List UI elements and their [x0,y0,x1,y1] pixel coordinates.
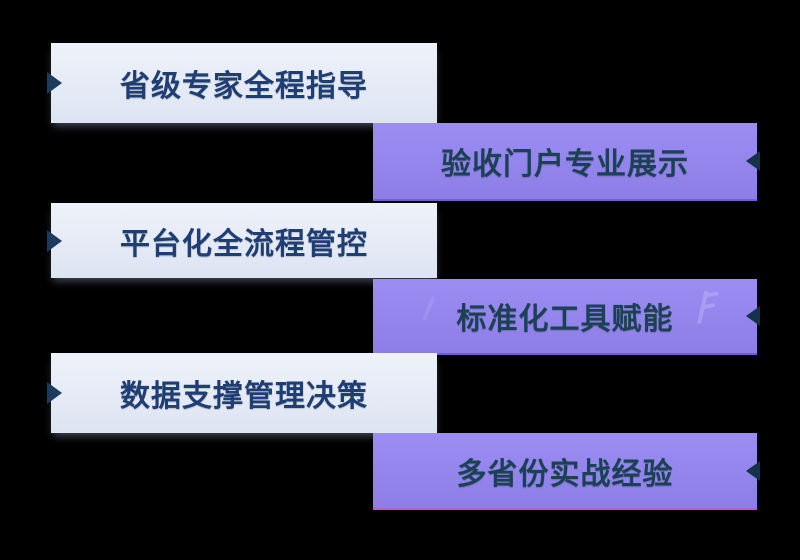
banner-label: 平台化全流程管控 [120,227,368,261]
arrow-right-icon [47,229,62,252]
banner-label: 标准化工具赋能 [456,303,674,336]
arrow-right-icon [47,382,62,404]
banner-acceptance-portal-display: 验收门户专业展示 [373,123,760,201]
banner-provincial-expert-guidance: 省级专家全程指导 [47,43,437,123]
banner-multi-province-experience: 多省份实战经验 [373,433,760,510]
arrow-left-icon [746,151,760,171]
arrow-left-icon [746,306,760,326]
banner-label: 验收门户专业展示 [441,148,689,181]
banner-standardized-tool-enablement: 标准化工具赋能 [373,279,760,355]
arrow-right-icon [47,72,62,94]
banner-data-driven-decisions: 数据支撑管理决策 [47,353,437,433]
banner-label: 省级专家全程指导 [120,70,368,103]
banner-label: 多省份实战经验 [456,457,674,491]
banner-label: 数据支撑管理决策 [120,380,368,413]
arrow-left-icon [746,460,760,481]
banner-platform-process-control: 平台化全流程管控 [47,203,437,278]
